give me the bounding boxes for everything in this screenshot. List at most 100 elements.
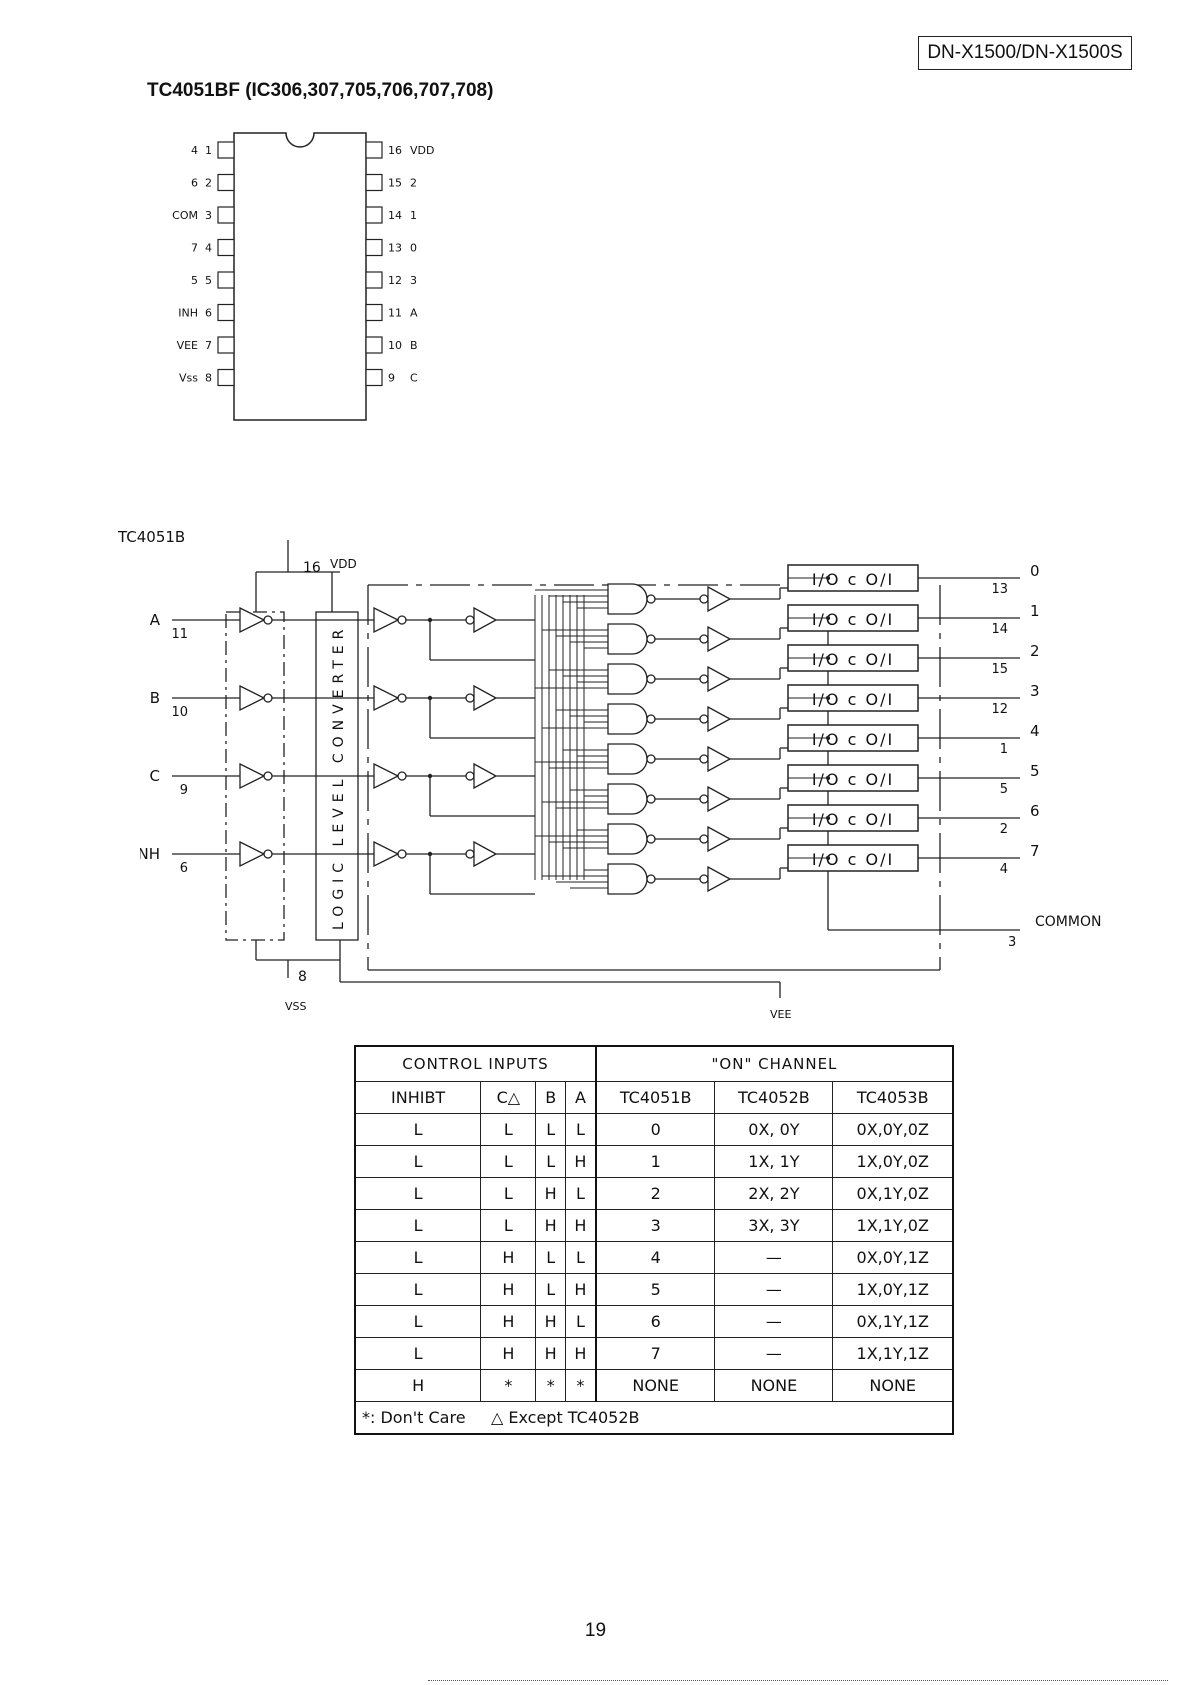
logic-diagram: LOGIC LEVEL CONVERTER A11B10C9INH6 I/O c… bbox=[140, 540, 1101, 1021]
buffer-bubble bbox=[699, 594, 709, 604]
output-channel: 4 bbox=[1030, 722, 1040, 740]
nand-gate-row bbox=[535, 583, 780, 615]
inverter-symbol bbox=[373, 840, 400, 868]
inverter-symbol bbox=[373, 684, 400, 712]
pin-pad bbox=[365, 271, 383, 289]
pin-number: 16 bbox=[388, 144, 402, 157]
table-cell: L bbox=[480, 1177, 537, 1210]
table-cell: 5 bbox=[594, 1273, 716, 1306]
nand-symbol bbox=[607, 583, 648, 615]
pin-number: 15 bbox=[388, 177, 402, 190]
table-note: *: Don't Care △ Except TC4052B bbox=[354, 1401, 954, 1435]
pin-number: 14 bbox=[388, 209, 402, 222]
pin-number: 8 bbox=[205, 372, 212, 385]
pin-number: 1 bbox=[205, 144, 212, 157]
table-cell: L bbox=[354, 1273, 482, 1306]
pin-label: 4 bbox=[191, 144, 198, 157]
column-header: B bbox=[535, 1081, 566, 1114]
nand-symbol bbox=[607, 863, 648, 895]
pin-number: 10 bbox=[388, 339, 402, 352]
table-cell: L bbox=[480, 1145, 537, 1178]
input-pin: 11 bbox=[171, 627, 188, 642]
pin-label: VDD bbox=[410, 144, 434, 157]
input-name: A bbox=[150, 611, 161, 629]
table-cell: 1X,0Y,1Z bbox=[832, 1273, 954, 1306]
switch-label: I/O c O/I bbox=[812, 610, 894, 629]
pin-label: 6 bbox=[191, 177, 198, 190]
nand-gate-row bbox=[542, 783, 780, 815]
input-rows: A11B10C9INH6 bbox=[140, 606, 535, 895]
output-pin: 14 bbox=[991, 622, 1008, 637]
control-inputs-header: CONTROL INPUTS bbox=[354, 1045, 597, 1082]
table-cell: NONE bbox=[832, 1369, 954, 1402]
column-header: TC4051B bbox=[594, 1081, 716, 1114]
pin-pad bbox=[365, 336, 383, 354]
table-cell: 4 bbox=[594, 1241, 716, 1274]
column-header: TC4053B bbox=[832, 1081, 954, 1114]
buffer-symbol bbox=[473, 840, 498, 868]
table-cell: 0X, 0Y bbox=[714, 1113, 834, 1146]
table-cell: L bbox=[354, 1113, 482, 1146]
output-channel: 6 bbox=[1030, 802, 1040, 820]
buffer-bubble bbox=[699, 674, 709, 684]
buffer-bubble bbox=[465, 693, 475, 703]
inverter-symbol bbox=[373, 762, 400, 790]
on-channel-header: "ON" CHANNEL bbox=[594, 1045, 954, 1082]
pin-label: B bbox=[410, 339, 418, 352]
table-cell: L bbox=[535, 1241, 566, 1274]
buffer-symbol bbox=[707, 865, 732, 893]
switch-label: I/O c O/I bbox=[812, 810, 894, 829]
table-cell: 1X,1Y,1Z bbox=[832, 1337, 954, 1370]
column-header: A bbox=[564, 1081, 597, 1114]
vss-label: VSS bbox=[285, 1000, 307, 1013]
diagram-title: TC4051B bbox=[118, 528, 186, 546]
output-channel: 0 bbox=[1030, 562, 1040, 580]
table-cell: L bbox=[354, 1337, 482, 1370]
pin-pad bbox=[217, 206, 235, 224]
table-cell: 0X,1Y,0Z bbox=[832, 1177, 954, 1210]
nand-gate-row bbox=[542, 623, 780, 655]
pin-number: 13 bbox=[388, 242, 402, 255]
nand-gate-row bbox=[542, 703, 780, 735]
model-number-box: DN-X1500/DN-X1500S bbox=[918, 36, 1132, 70]
table-cell: 1X,1Y,0Z bbox=[832, 1209, 954, 1242]
output-channel: 5 bbox=[1030, 762, 1040, 780]
input-name: INH bbox=[140, 845, 160, 863]
input-name: C bbox=[150, 767, 160, 785]
input-row: A 11 bbox=[150, 606, 535, 661]
pin-pad bbox=[217, 271, 235, 289]
common-label: COMMON bbox=[1035, 914, 1101, 930]
pin-pad bbox=[217, 336, 235, 354]
table-cell: H bbox=[535, 1209, 566, 1242]
pin-pad bbox=[217, 173, 235, 192]
pin-label: 7 bbox=[191, 242, 198, 255]
nand-gate-row bbox=[542, 863, 780, 895]
buffer-symbol bbox=[707, 705, 732, 733]
output-channel: 7 bbox=[1030, 842, 1040, 860]
table-cell: 3 bbox=[594, 1209, 716, 1242]
vdd-label: VDD bbox=[330, 557, 357, 571]
pin-number: 6 bbox=[205, 307, 212, 320]
table-cell: L bbox=[354, 1145, 482, 1178]
table-cell: H bbox=[480, 1241, 537, 1274]
pin-label: VEE bbox=[177, 339, 198, 352]
table-cell: NONE bbox=[594, 1369, 716, 1402]
table-cell: H bbox=[480, 1273, 537, 1306]
nand-symbol bbox=[607, 623, 648, 655]
table-cell: H bbox=[564, 1337, 597, 1370]
buffer-symbol bbox=[473, 684, 498, 712]
pin-pad bbox=[365, 206, 383, 224]
converter-label: LOGIC LEVEL CONVERTER bbox=[331, 624, 347, 930]
switch-label: I/O c O/I bbox=[812, 650, 894, 669]
